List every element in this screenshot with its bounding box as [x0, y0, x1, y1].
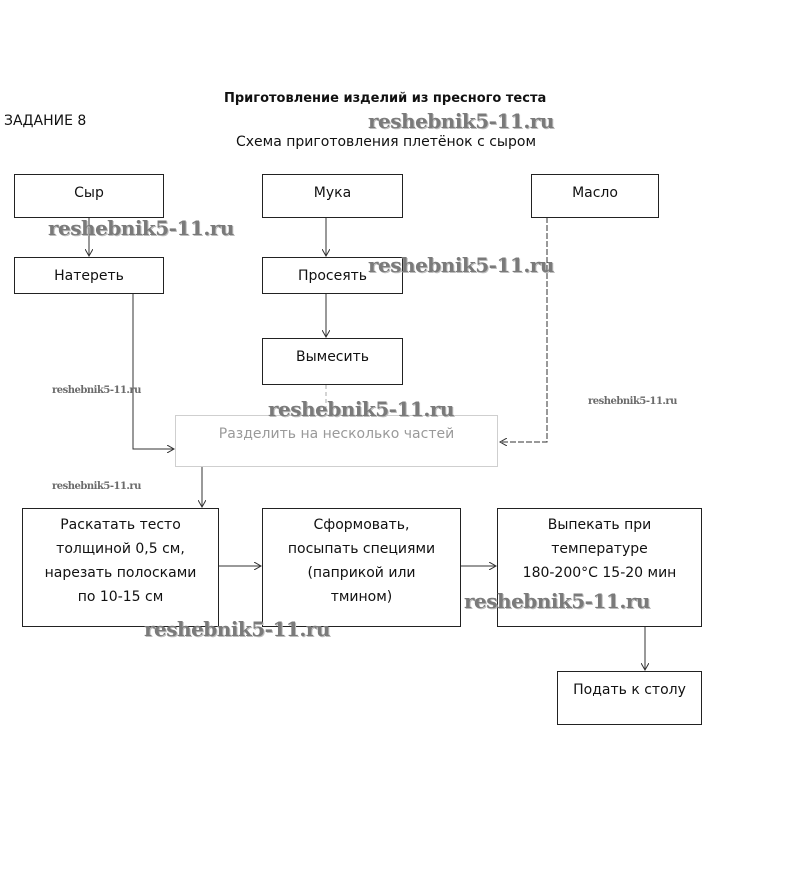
node-butter-label: Масло: [572, 185, 618, 201]
watermark: reshebnik5-11.ru: [52, 481, 141, 492]
node-bake-label: Выпекать при температуре 180-200°С 15-20…: [523, 513, 677, 585]
node-serve: Подать к столу: [557, 671, 702, 725]
node-divide-label: Разделить на несколько частей: [218, 426, 455, 442]
node-knead-label: Вымесить: [295, 349, 370, 365]
watermark: reshebnik5-11.ru: [52, 385, 141, 396]
watermark: reshebnik5-11.ru: [368, 253, 554, 277]
node-roll: Раскатать тесто толщиной 0,5 см, нарезат…: [22, 508, 219, 627]
node-cheese-label: Сыр: [74, 185, 104, 201]
node-grate-label: Натереть: [54, 268, 124, 284]
node-bake-line: 180-200°С 15-20 мин: [522, 565, 677, 581]
node-sift: Просеять: [262, 257, 403, 294]
node-roll-line: по 10-15 см: [77, 589, 164, 605]
node-shape-line: посыпать специями: [287, 541, 436, 557]
edge-grate-divide: [132, 293, 174, 449]
node-bake: Выпекать при температуре 180-200°С 15-20…: [497, 508, 702, 627]
node-bake-line: Выпекать при: [547, 517, 652, 533]
node-roll-line: Раскатать тесто: [60, 517, 181, 533]
node-flour: Мука: [262, 174, 403, 218]
node-cheese: Сыр: [14, 174, 164, 218]
node-shape-line: тмином): [330, 589, 393, 605]
node-bake-line: температуре: [551, 541, 648, 557]
watermark: reshebnik5-11.ru: [464, 589, 650, 613]
node-shape-line: (паприкой или: [307, 565, 416, 581]
watermark: reshebnik5-11.ru: [368, 109, 554, 133]
node-divide: Разделить на несколько частей: [175, 415, 498, 467]
node-grate: Натереть: [14, 257, 164, 294]
node-roll-label: Раскатать тесто толщиной 0,5 см, нарезат…: [45, 513, 197, 609]
edge-butter-divide: [500, 217, 548, 442]
watermark: reshebnik5-11.ru: [144, 617, 330, 641]
node-shape: Сформовать, посыпать специями (паприкой …: [262, 508, 461, 627]
node-shape-line: Сформовать,: [313, 517, 410, 533]
node-serve-label: Подать к столу: [573, 682, 686, 698]
node-roll-line: нарезать полосками: [44, 565, 197, 581]
task-label: ЗАДАНИЕ 8: [4, 113, 87, 129]
node-sift-label: Просеять: [297, 268, 368, 284]
watermark: reshebnik5-11.ru: [48, 216, 234, 240]
node-flour-label: Мука: [313, 185, 352, 201]
diagram-title-text: Приготовление изделий из пресного теста: [224, 91, 547, 106]
node-butter: Масло: [531, 174, 659, 218]
watermark: reshebnik5-11.ru: [588, 396, 677, 407]
diagram-subtitle: Схема приготовления плетёнок с сыром: [236, 134, 537, 150]
node-knead: Вымесить: [262, 338, 403, 385]
watermark: reshebnik5-11.ru: [268, 397, 454, 421]
node-shape-label: Сформовать, посыпать специями (паприкой …: [288, 513, 435, 609]
node-roll-line: толщиной 0,5 см,: [56, 541, 185, 557]
